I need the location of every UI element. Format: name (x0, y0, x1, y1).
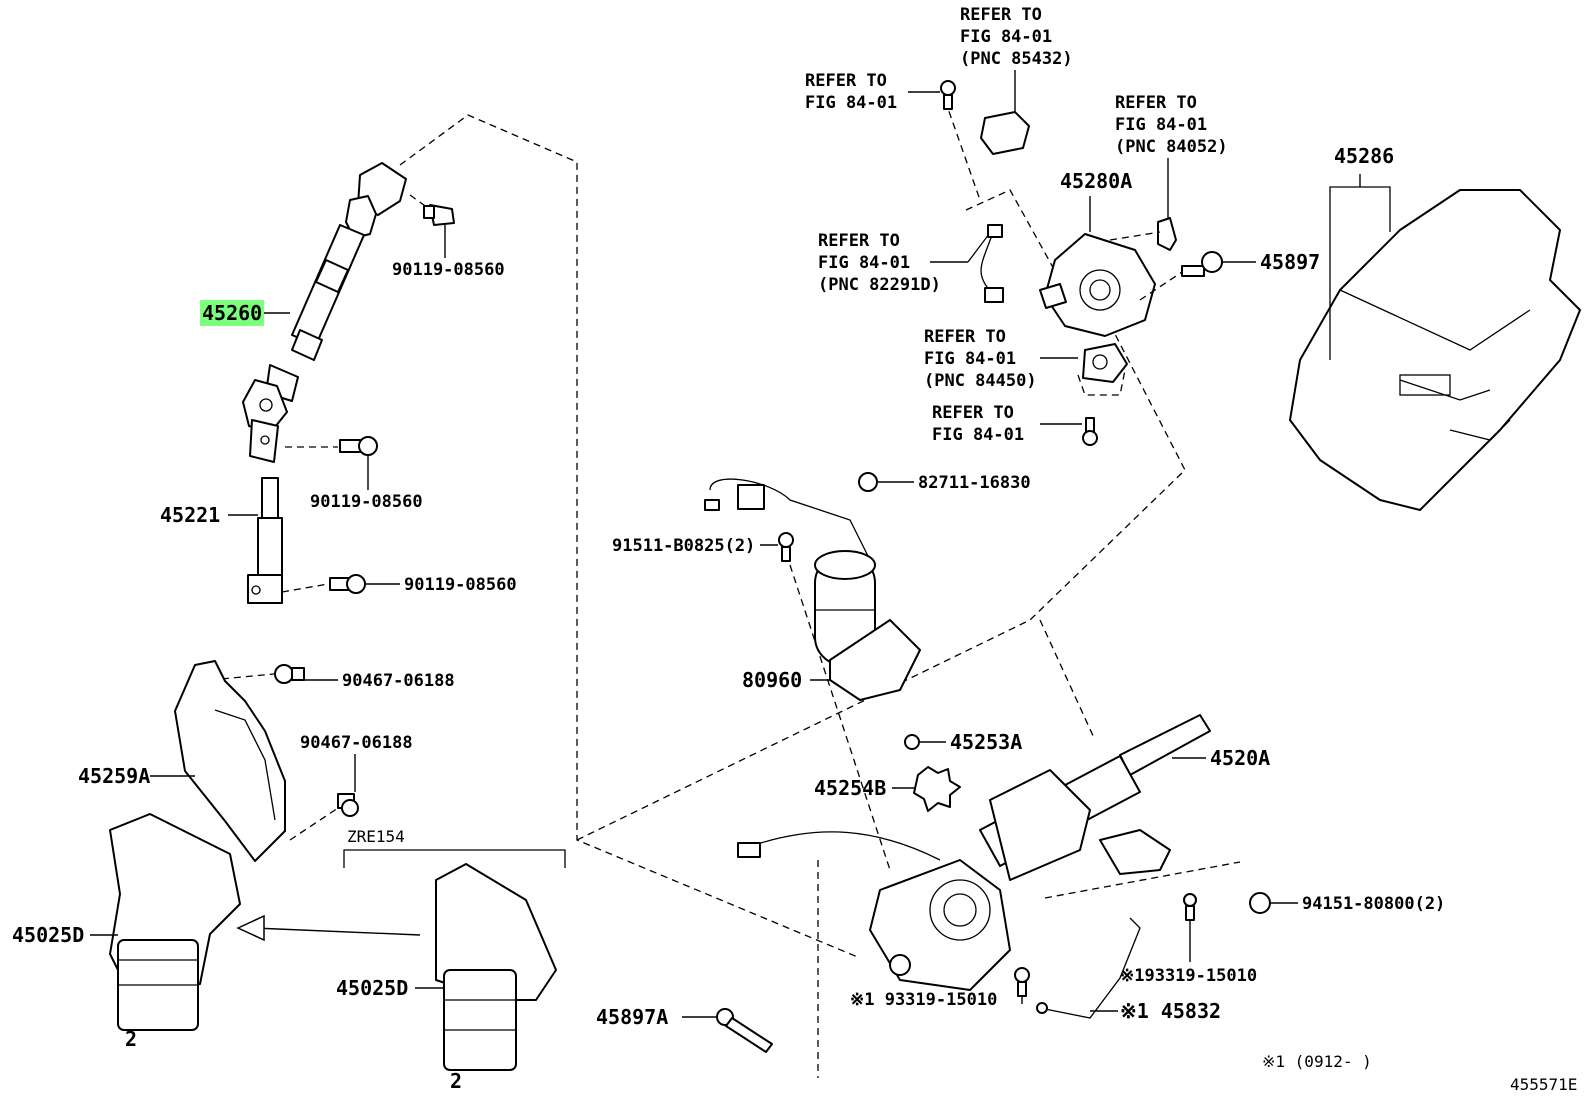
svg-text:2: 2 (125, 1027, 137, 1051)
label-90467-a[interactable]: 90467-06188 (342, 671, 455, 691)
screw-icon (940, 80, 956, 110)
lower-shaft-45221[interactable] (247, 477, 283, 604)
bolt-90119-middle[interactable] (339, 436, 378, 456)
bolt-91511[interactable] (778, 532, 794, 562)
svg-text:REFER TO: REFER TO (924, 327, 1006, 347)
assembly-boundary-lines (399, 99, 1241, 1078)
svg-text:FIG 84-01: FIG 84-01 (924, 349, 1016, 369)
bolt-45897a[interactable] (716, 1008, 773, 1053)
callout-refer-82291d[interactable]: REFER TO FIG 84-01 (PNC 82291D) (818, 231, 941, 295)
svg-text:(PNC 84450): (PNC 84450) (924, 371, 1037, 391)
label-45254b[interactable]: 45254B (814, 776, 886, 800)
coupler-45254b[interactable] (913, 766, 961, 812)
label-45832[interactable]: ※1 45832 (1120, 999, 1221, 1023)
svg-text:REFER TO: REFER TO (960, 5, 1042, 25)
label-93319-b[interactable]: ※1 93319-15010 (850, 990, 997, 1010)
zre154-bracket (343, 849, 566, 868)
bracket-45832[interactable] (1036, 917, 1141, 1019)
svg-text:(PNC 82291D): (PNC 82291D) (818, 275, 941, 295)
column-cover-45286[interactable] (1289, 189, 1581, 511)
label-94151[interactable]: 94151-80800(2) (1302, 894, 1445, 914)
label-90467-b[interactable]: 90467-06188 (300, 733, 413, 753)
label-45259a[interactable]: 45259A (78, 764, 150, 788)
screw-93319-right[interactable] (1183, 893, 1197, 921)
svg-text:FIG 84-01: FIG 84-01 (818, 253, 910, 273)
switch-84450[interactable] (1082, 343, 1128, 383)
screw-icon-lower (1082, 417, 1098, 446)
label-45897[interactable]: 45897 (1260, 250, 1320, 274)
column-assembly-4520a[interactable] (737, 714, 1211, 991)
label-45897a[interactable]: 45897A (596, 1005, 668, 1029)
bolt-90119-top[interactable] (423, 204, 455, 226)
callout-refer-screw[interactable]: REFER TO FIG 84-01 (932, 403, 1024, 445)
label-45286[interactable]: 45286 (1334, 144, 1394, 168)
label-45025d-left[interactable]: 45025D (12, 923, 84, 947)
label-80960[interactable]: 80960 (742, 668, 802, 692)
label-45280a[interactable]: 45280A (1060, 169, 1132, 193)
svg-text:REFER TO: REFER TO (818, 231, 900, 251)
clip-90467-lower[interactable] (337, 793, 359, 817)
svg-text:REFER TO: REFER TO (932, 403, 1014, 423)
screw-93319-left[interactable] (1014, 967, 1030, 997)
label-90119-c[interactable]: 90119-08560 (404, 575, 517, 595)
label-90119-b[interactable]: 90119-08560 (310, 492, 423, 512)
callout-refer-84052[interactable]: REFER TO FIG 84-01 (PNC 84052) (1115, 93, 1228, 157)
svg-text:REFER TO: REFER TO (1115, 93, 1197, 113)
svg-text:REFER TO: REFER TO (805, 71, 887, 91)
callout-refer-bolt[interactable]: REFER TO FIG 84-01 (805, 71, 897, 113)
svg-text:(PNC 84052): (PNC 84052) (1115, 137, 1228, 157)
footnote: ※1 (0912- ) (1262, 1052, 1372, 1071)
nut-94151[interactable] (1249, 892, 1271, 914)
boot-45025d-right[interactable]: 2 (435, 863, 557, 1093)
switch-85432[interactable] (980, 111, 1030, 155)
highlight-45260 (200, 300, 264, 326)
boot-45025d-left[interactable]: 2 (109, 813, 241, 1051)
wire-harness-82291d[interactable] (967, 224, 1004, 303)
svg-text:(PNC 85432): (PNC 85432) (960, 49, 1073, 69)
svg-text:FIG 84-01: FIG 84-01 (805, 93, 897, 113)
switch-84052[interactable] (1157, 217, 1177, 251)
label-91511[interactable]: 91511-B0825(2) (612, 536, 755, 556)
intermediate-shaft-45260[interactable] (242, 162, 407, 463)
callout-refer-84450[interactable]: REFER TO FIG 84-01 (PNC 84450) (924, 327, 1037, 391)
svg-text:FIG 84-01: FIG 84-01 (1115, 115, 1207, 135)
label-4520a[interactable]: 4520A (1210, 746, 1270, 770)
svg-text:2: 2 (450, 1069, 462, 1093)
arrow-icon (236, 914, 421, 942)
bolt-45897[interactable] (1181, 251, 1223, 277)
callout-refer-85432[interactable]: REFER TO FIG 84-01 (PNC 85432) (960, 5, 1073, 69)
figure-id: 455571E (1510, 1075, 1577, 1094)
cover-45259a[interactable] (174, 660, 286, 862)
label-45253a[interactable]: 45253A (950, 730, 1022, 754)
svg-text:FIG 84-01: FIG 84-01 (932, 425, 1024, 445)
label-45221[interactable]: 45221 (160, 503, 220, 527)
motor-80960[interactable] (704, 478, 921, 701)
label-93319-a[interactable]: ※193319-15010 (1120, 966, 1257, 986)
label-zre154[interactable]: ZRE154 (347, 827, 405, 846)
clamp-82711[interactable] (858, 472, 878, 492)
label-82711[interactable]: 82711-16830 (918, 473, 1031, 493)
svg-text:FIG 84-01: FIG 84-01 (960, 27, 1052, 47)
clip-90467-upper[interactable] (274, 664, 305, 684)
lock-housing-45280a[interactable] (1039, 233, 1156, 337)
label-45025d-right[interactable]: 45025D (336, 976, 408, 1000)
nut-45253a[interactable] (904, 734, 920, 750)
label-45260[interactable]: 45260 (202, 301, 262, 325)
bolt-90119-lower[interactable] (329, 574, 366, 594)
label-90119-a[interactable]: 90119-08560 (392, 260, 505, 280)
